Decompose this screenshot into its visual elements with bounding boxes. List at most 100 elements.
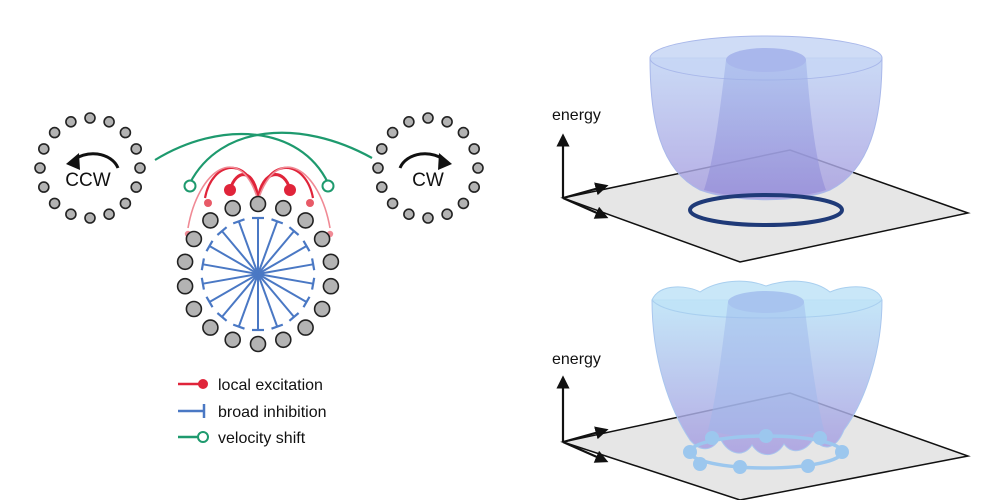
energy-surface	[651, 299, 883, 456]
central-peak-top	[728, 291, 804, 313]
attractor-point	[693, 457, 707, 471]
neuron	[322, 253, 340, 271]
central-peak-top	[726, 48, 806, 72]
neuron	[130, 143, 142, 155]
neuron	[65, 208, 77, 220]
neuron	[65, 116, 77, 128]
neuron	[249, 335, 267, 353]
legend-label: local excitation	[218, 377, 323, 394]
neuron	[202, 212, 219, 229]
neuron	[274, 199, 292, 217]
neuron	[297, 319, 314, 336]
inhibition-spoke	[237, 273, 259, 327]
inhibition-spoke	[257, 245, 307, 275]
cw-label: CW	[412, 170, 444, 191]
discrete-attractor-panel: energy	[552, 280, 971, 500]
inhibition-bar-end	[200, 258, 205, 271]
attractor-point	[835, 445, 849, 459]
neuron	[119, 126, 132, 139]
legend-item-inhibition: broad inhibition	[178, 404, 327, 421]
neuron	[313, 230, 331, 248]
energy-label-bottom: energy	[552, 351, 601, 368]
neuron	[37, 181, 50, 193]
neuron	[441, 208, 453, 220]
cw-ring: CW	[372, 112, 484, 224]
ccw-arrowhead	[66, 153, 80, 170]
neuron	[224, 331, 241, 349]
neuron	[176, 253, 194, 271]
x-axis-arrow	[562, 426, 609, 444]
inhibition-bar-end	[216, 312, 228, 322]
cw-arrowhead	[438, 153, 452, 170]
inhibition-spoke	[221, 273, 259, 318]
neuron	[84, 212, 96, 224]
legend-label: velocity shift	[218, 430, 306, 447]
discrete-attractor-points	[683, 429, 849, 474]
inhibition-bar-end	[232, 218, 245, 225]
neuron	[472, 162, 484, 174]
inhibition-bar-end	[271, 218, 284, 225]
inhibition-spoke	[202, 273, 259, 285]
cw-ring-neurons	[372, 112, 484, 224]
neuron	[48, 197, 61, 210]
inhibition-spoke	[209, 245, 259, 275]
neuron	[297, 212, 314, 229]
velocity-shift-connections	[154, 131, 373, 193]
neuron	[403, 116, 415, 128]
attractor-point	[733, 460, 747, 474]
continuous-attractor-panel: energy	[552, 35, 971, 263]
ccw-ring-neurons	[34, 112, 146, 224]
neuron	[185, 230, 203, 248]
central-peak	[704, 60, 826, 198]
ring-attractor	[688, 193, 844, 227]
open-circle-icon	[197, 431, 209, 443]
y-axis-arrow	[562, 440, 609, 463]
inhibition-bar-end	[302, 240, 311, 252]
legend-label: broad inhibition	[218, 404, 327, 421]
legend-item-velocity: velocity shift	[178, 430, 306, 447]
attractor-point	[801, 459, 815, 473]
neuron	[441, 116, 453, 128]
inhibition-bar-end	[271, 323, 284, 330]
inhibition-spoke	[257, 273, 307, 303]
inhibition-spoke	[257, 273, 314, 285]
neuron	[375, 181, 388, 193]
neuron	[422, 212, 434, 224]
neuron	[386, 197, 399, 210]
inhibition-spoke	[257, 273, 295, 318]
legend-item-excitation: local excitation	[178, 377, 323, 394]
neuron	[313, 300, 331, 318]
neuron	[375, 143, 388, 155]
inhibition-bar-end	[205, 240, 214, 252]
neuron	[48, 126, 61, 139]
inhibition-spoke	[257, 221, 279, 275]
main-ring-neurons	[176, 195, 340, 353]
neuron	[386, 126, 399, 139]
neuron	[274, 331, 292, 349]
inhibition-bar-end	[232, 323, 245, 330]
neuron	[457, 197, 470, 210]
inhibition-spoke	[257, 263, 314, 275]
filled-circle-icon	[198, 379, 208, 389]
inhibition-bar-end	[216, 226, 228, 236]
neuron	[202, 319, 219, 336]
neuron	[322, 277, 340, 295]
legend: local excitation broad inhibition veloci…	[178, 377, 327, 447]
neuron	[103, 208, 115, 220]
attractor-point	[759, 429, 773, 443]
inhibition-spoke	[202, 263, 259, 275]
inhibition-spoke	[209, 273, 259, 303]
neuron	[422, 112, 434, 124]
central-peak	[708, 302, 824, 438]
neuron	[468, 181, 481, 193]
neuron	[224, 199, 241, 217]
neuron	[37, 143, 50, 155]
attractor-point	[705, 431, 719, 445]
y-axis-arrow	[562, 196, 609, 219]
neuron	[249, 195, 267, 213]
inhibition-bar-end	[311, 277, 316, 290]
ccw-label: CCW	[65, 170, 110, 191]
neuron	[185, 300, 203, 318]
inhibition-bar-end	[205, 296, 214, 308]
